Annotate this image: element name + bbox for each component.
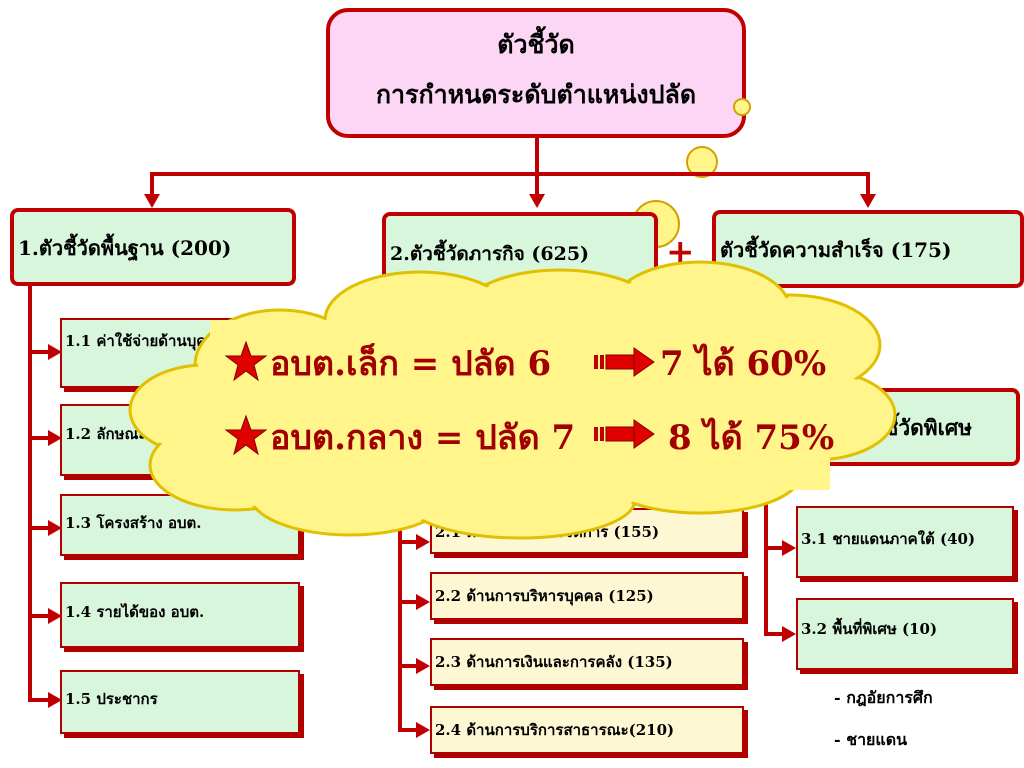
basic-item-label: 1.5 ประชากร (65, 690, 158, 708)
star-icon (224, 414, 268, 456)
connector (398, 500, 402, 730)
cloud-line-1-result: 7 ได้ 60% (660, 344, 827, 384)
connector (150, 172, 870, 176)
connector (764, 632, 786, 636)
connector (866, 172, 870, 196)
connector (150, 172, 154, 196)
right-arrow-icon (594, 347, 655, 377)
star-icon (224, 340, 268, 382)
connector (28, 350, 50, 354)
mission-item-label: 2.4 ด้านการบริการสาธารณะ(210) (435, 721, 675, 739)
connector (398, 728, 420, 732)
arrow-right-icon (416, 594, 430, 610)
mission-item-3: 2.3 ด้านการเงินและการคลัง (135) (430, 638, 744, 686)
special-item-1: 3.1 ชายแดนภาคใต้ (40) (796, 506, 1014, 578)
special-note-2: - ชายแดน (834, 730, 908, 749)
connector (764, 466, 768, 636)
connector (28, 286, 32, 700)
connector (535, 136, 539, 174)
arrow-right-icon (48, 608, 62, 624)
arrow-down-icon (529, 194, 545, 208)
bubble-small-icon (733, 98, 751, 116)
connector (28, 614, 50, 618)
arrow-right-icon (48, 430, 62, 446)
arrow-right-icon (48, 520, 62, 536)
arrow-right-icon (416, 534, 430, 550)
connector (398, 664, 420, 668)
cloud-line-2-label: อบต.กลาง = ปลัด 7 (270, 418, 576, 458)
mission-item-4: 2.4 ด้านการบริการสาธารณะ(210) (430, 706, 744, 754)
mission-item-label: 2.2 ด้านการบริหารบุคคล (125) (435, 587, 654, 605)
mission-item-label: 2.3 ด้านการเงินและการคลัง (135) (435, 653, 673, 671)
root-title: ตัวชี้วัด (497, 30, 575, 59)
special-item-label: 3.2 พื้นที่พิเศษ (10) (801, 620, 938, 638)
connector (28, 526, 50, 530)
arrow-down-icon (860, 194, 876, 208)
basic-item-label: 1.3 โครงสร้าง อบต. (65, 514, 202, 532)
connector (398, 600, 420, 604)
right-arrow-icon (594, 419, 655, 449)
arrow-right-icon (48, 692, 62, 708)
connector (764, 546, 786, 550)
arrow-right-icon (416, 658, 430, 674)
basic-item-4: 1.4 รายได้ของ อบต. (60, 582, 300, 648)
cloud-line-1-label: อบต.เล็ก = ปลัด 6 (270, 344, 552, 384)
mission-indicator-label: 2.ตัวชี้วัดภารกิจ (625) (390, 243, 590, 265)
connector (398, 540, 420, 544)
mission-item-2: 2.2 ด้านการบริหารบุคคล (125) (430, 572, 744, 620)
special-item-label: 3.1 ชายแดนภาคใต้ (40) (801, 530, 976, 548)
basic-item-label: 1.1 ค่าใช้จ่ายด้านบุคคล (65, 332, 226, 350)
basic-indicator-node: 1.ตัวชี้วัดพื้นฐาน (200) (10, 208, 296, 286)
basic-item-5: 1.5 ประชากร (60, 670, 300, 734)
arrow-right-icon (782, 540, 796, 556)
connector (28, 436, 50, 440)
special-item-2: 3.2 พื้นที่พิเศษ (10) (796, 598, 1014, 670)
root-subtitle: การกำหนดระดับตำแหน่งปลัด (375, 80, 697, 109)
arrow-right-icon (416, 722, 430, 738)
arrow-right-icon (48, 344, 62, 360)
cloud-line-2-result: 8 ได้ 75% (668, 418, 835, 458)
success-indicator-label: ตัวชี้วัดความสำเร็จ (175) (720, 238, 952, 262)
basic-item-label: 1.4 รายได้ของ อบต. (65, 603, 205, 621)
basic-indicator-label: 1.ตัวชี้วัดพื้นฐาน (200) (18, 236, 232, 260)
connector (28, 698, 50, 702)
special-note-1: - กฎอัยการศึก (834, 688, 933, 707)
arrow-down-icon (144, 194, 160, 208)
connector (535, 172, 539, 196)
root-node: ตัวชี้วัด การกำหนดระดับตำแหน่งปลัด (326, 8, 746, 138)
arrow-right-icon (782, 626, 796, 642)
